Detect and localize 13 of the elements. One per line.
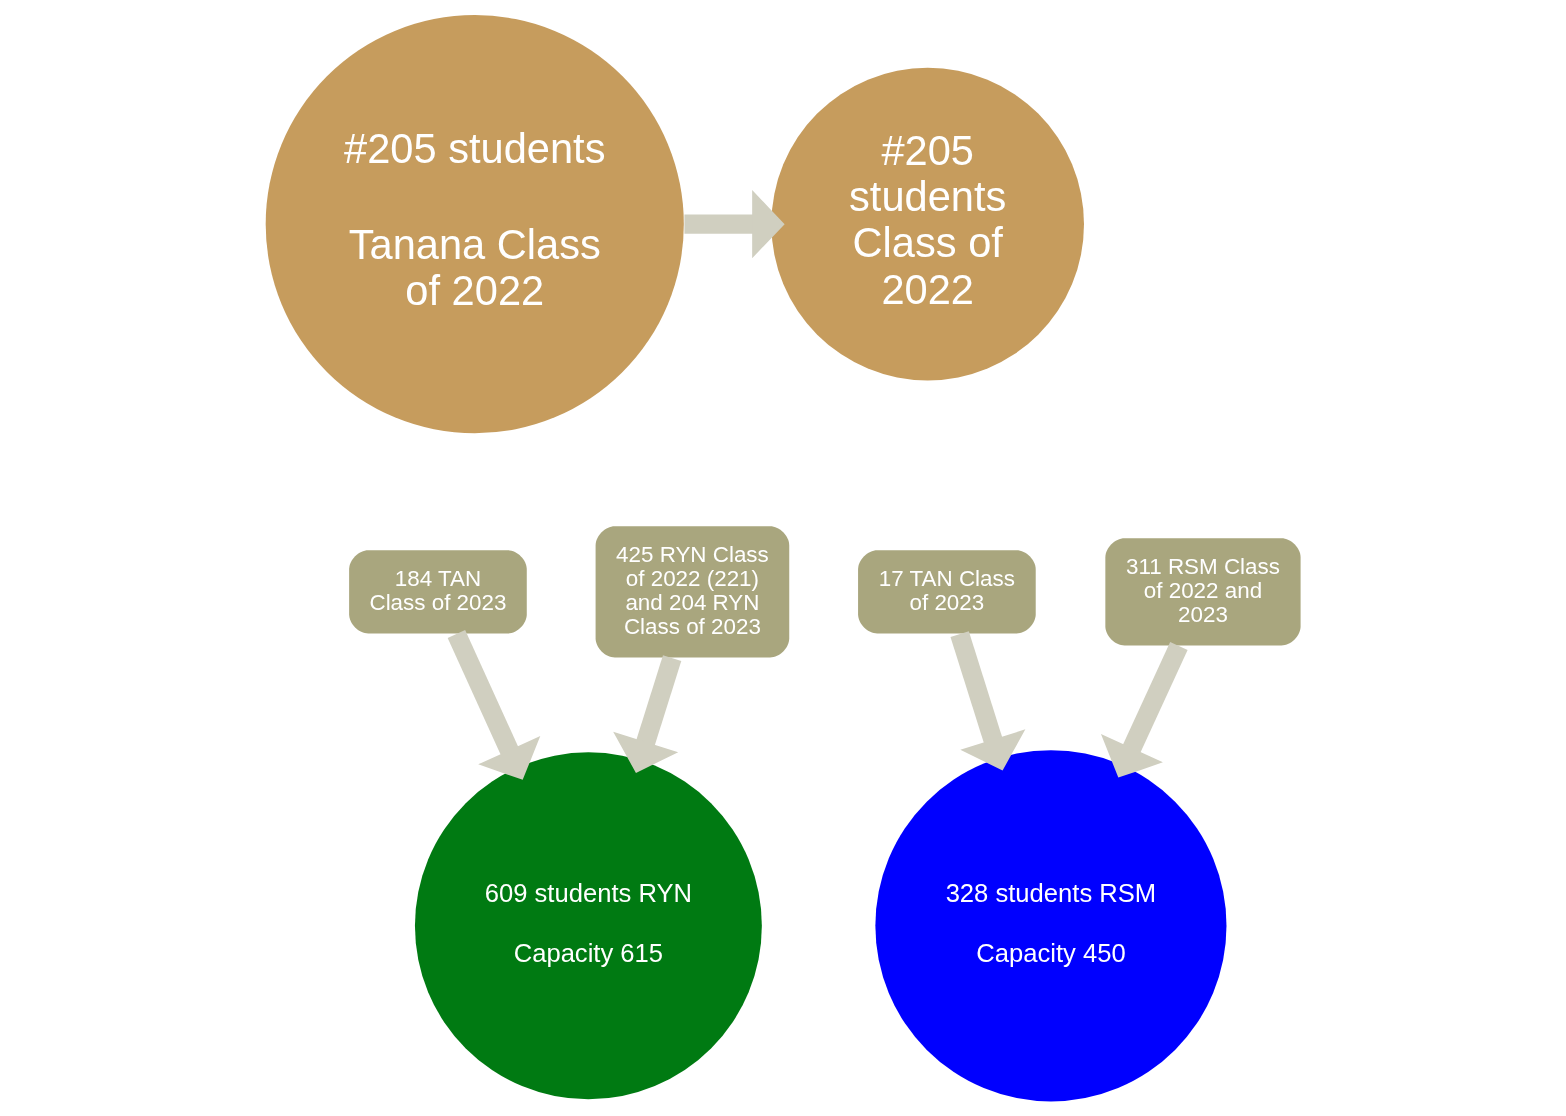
node-circle: #205 students Class of 2022 <box>771 67 1084 381</box>
arrow <box>950 631 1026 771</box>
node-box: 425 RYN Class of 2022 (221) and 204 RYN Class of 2023 <box>595 526 790 658</box>
arrow <box>613 655 682 774</box>
node-circle: 609 students RYN Capacity 615 <box>414 752 762 1100</box>
node-box: 311 RSM Class of 2022 and 2023 <box>1105 538 1301 646</box>
arrow <box>1101 641 1188 778</box>
arrow <box>684 190 785 259</box>
node-circle: #205 students Tanana Class of 2022 <box>265 15 684 434</box>
node-circle: 328 students RSM Capacity 450 <box>875 750 1227 1102</box>
node-box: 184 TAN Class of 2023 <box>349 550 527 634</box>
arrow <box>447 630 541 780</box>
node-box: 17 TAN Class of 2023 <box>858 550 1036 634</box>
